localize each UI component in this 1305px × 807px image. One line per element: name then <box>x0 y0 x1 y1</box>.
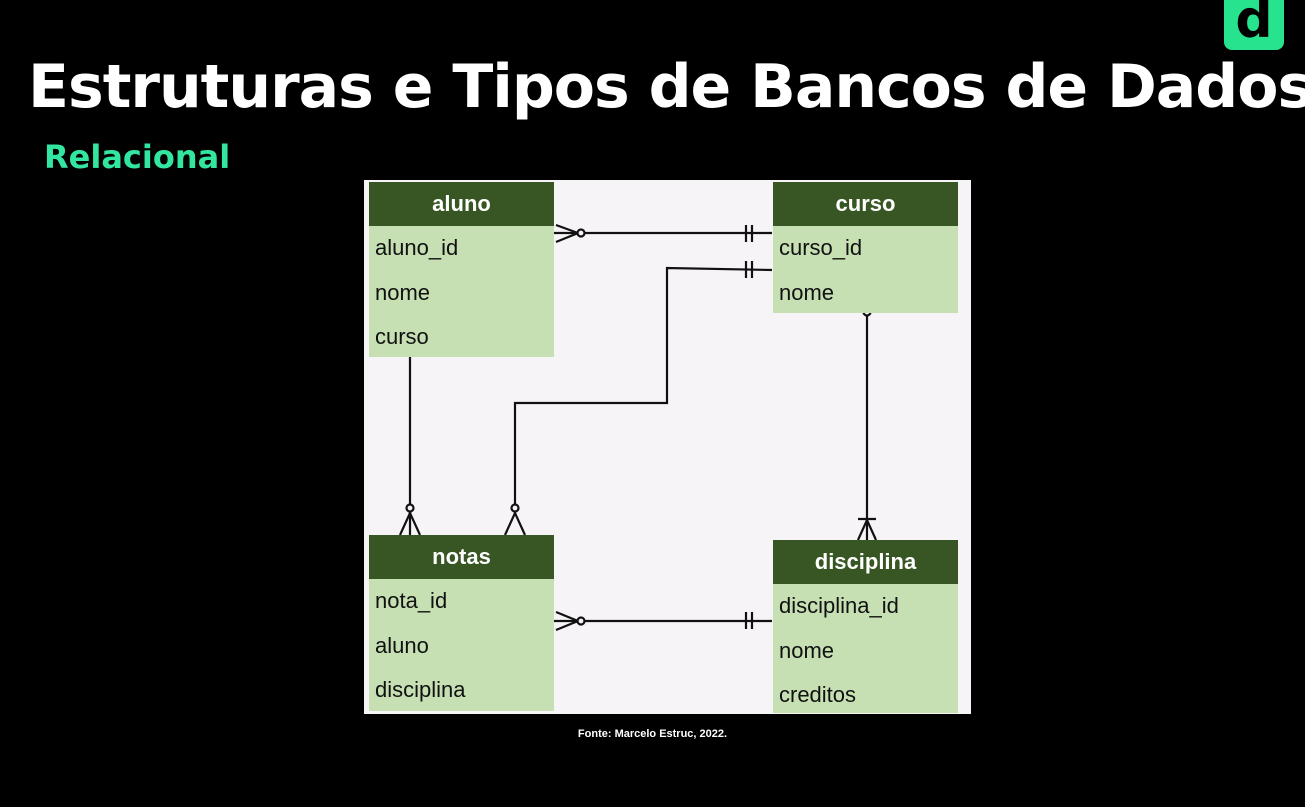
entity-notas-header: notas <box>369 535 554 579</box>
relationship-curso-disciplina <box>856 284 878 541</box>
slide-subtitle: Relacional <box>44 138 231 176</box>
entity-curso-field: curso_id <box>779 235 863 260</box>
entity-notas-field: nota_id <box>375 588 448 613</box>
relationship-notas-curso <box>503 261 773 536</box>
er-diagram: aluno aluno_id nome curso curso curso_id… <box>364 180 971 714</box>
figure-caption: Fonte: Marcelo Estruc, 2022. <box>577 728 728 740</box>
entity-notas-field: disciplina <box>375 677 466 702</box>
entity-aluno-field: aluno_id <box>375 235 459 260</box>
entity-aluno-field: nome <box>375 279 431 305</box>
brand-logo: d <box>1224 0 1284 50</box>
entity-curso-field: nome <box>779 279 835 305</box>
brand-logo-letter: d <box>1235 0 1273 50</box>
relationship-notas-disciplina <box>554 610 772 632</box>
slide-title: Estruturas e Tipos de Bancos de Dados <box>28 52 1305 122</box>
relationship-aluno-curso <box>554 223 772 244</box>
entity-aluno: aluno aluno_id nome curso <box>369 182 554 357</box>
entity-disciplina-field: disciplina_id <box>779 593 899 618</box>
entity-disciplina-field: creditos <box>779 682 857 707</box>
entity-disciplina-field: nome <box>779 637 835 663</box>
entity-notas: notas nota_id aluno disciplina <box>369 535 554 711</box>
entity-disciplina-header: disciplina <box>773 540 958 584</box>
entity-aluno-header: aluno <box>369 182 554 226</box>
entity-aluno-field: curso <box>375 324 429 349</box>
entity-notas-field: aluno <box>375 632 429 658</box>
entity-curso: curso curso_id nome <box>773 182 958 313</box>
entity-curso-header: curso <box>773 182 958 226</box>
entity-disciplina: disciplina disciplina_id nome creditos <box>773 540 958 713</box>
